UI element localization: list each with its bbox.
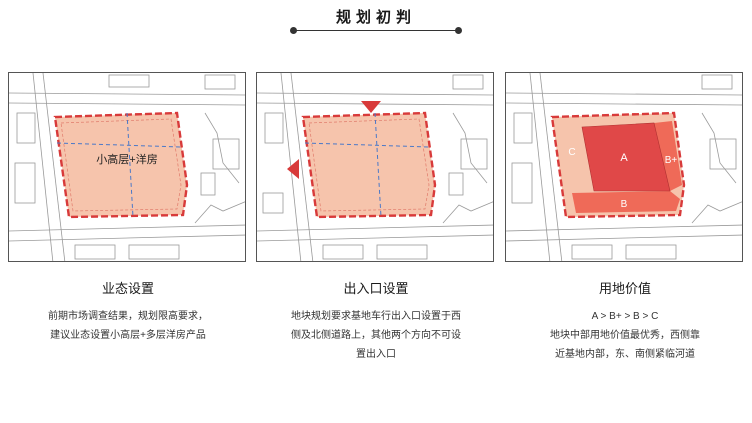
value-ranking: A > B+ > B > C xyxy=(591,311,659,322)
caption-line: 地块规划要求基地车行出入口设置于西 xyxy=(291,311,461,322)
site-plan-panel-land-value: C A B+ B xyxy=(505,72,743,262)
caption-line: 建议业态设置小高层+多层洋房产品 xyxy=(50,330,206,341)
context-streets xyxy=(506,73,742,261)
caption-access: 出入口设置 地块规划要求基地车行出入口设置于西 侧及北侧道路上，其他两个方向不可… xyxy=(256,278,496,364)
zone-a-label: A xyxy=(620,152,628,164)
header: 规划初判 xyxy=(0,0,752,40)
product-mix-label: 小高层+洋房 xyxy=(96,152,157,166)
site-plan-land-value-svg: C A B+ B xyxy=(506,73,742,261)
caption-product: 业态设置 前期市场调查结果，规划限高要求， 建议业态设置小高层+多层洋房产品 xyxy=(8,278,248,345)
caption-title-land-value: 用地价值 xyxy=(598,281,651,296)
context-streets xyxy=(9,73,245,261)
site-boundary xyxy=(301,111,437,219)
title-dot-right xyxy=(455,27,462,34)
caption-title-access: 出入口设置 xyxy=(343,281,409,296)
zone-c-label: C xyxy=(568,147,575,158)
context-streets xyxy=(257,73,493,261)
site-plan-product-svg: 小高层+洋房 xyxy=(9,73,245,261)
site-plan-access-svg xyxy=(257,73,493,261)
zone-a-area xyxy=(581,122,671,192)
caption-line: 置出入口 xyxy=(356,349,396,360)
caption-land-value: 用地价值 A > B+ > B > C 地块中部用地价值最优秀，西侧靠 近基地内… xyxy=(505,278,745,364)
title-underline xyxy=(293,30,459,31)
page-title: 规划初判 xyxy=(335,9,416,26)
north-entrance-arrow xyxy=(361,101,381,113)
caption-line: 近基地内部，东、南侧紧临河道 xyxy=(555,349,695,360)
axis-lines xyxy=(56,112,182,218)
zone-b-plus-label: B+ xyxy=(665,155,678,166)
axis-lines xyxy=(304,112,430,218)
west-entrance-arrow xyxy=(287,159,299,179)
caption-line: 前期市场调查结果，规划限高要求， xyxy=(48,311,208,322)
caption-line: 地块中部用地价值最优秀，西侧靠 xyxy=(550,330,700,341)
zone-b-area xyxy=(572,191,680,213)
site-plan-panel-product: 小高层+洋房 xyxy=(8,72,246,262)
caption-line: 侧及北侧道路上，其他两个方向不可设 xyxy=(291,330,461,341)
site-boundary xyxy=(53,111,189,219)
caption-title-product: 业态设置 xyxy=(101,281,154,296)
site-plan-panel-access xyxy=(256,72,494,262)
zone-b-label: B xyxy=(621,199,628,210)
zone-b-plus-area xyxy=(654,121,682,191)
